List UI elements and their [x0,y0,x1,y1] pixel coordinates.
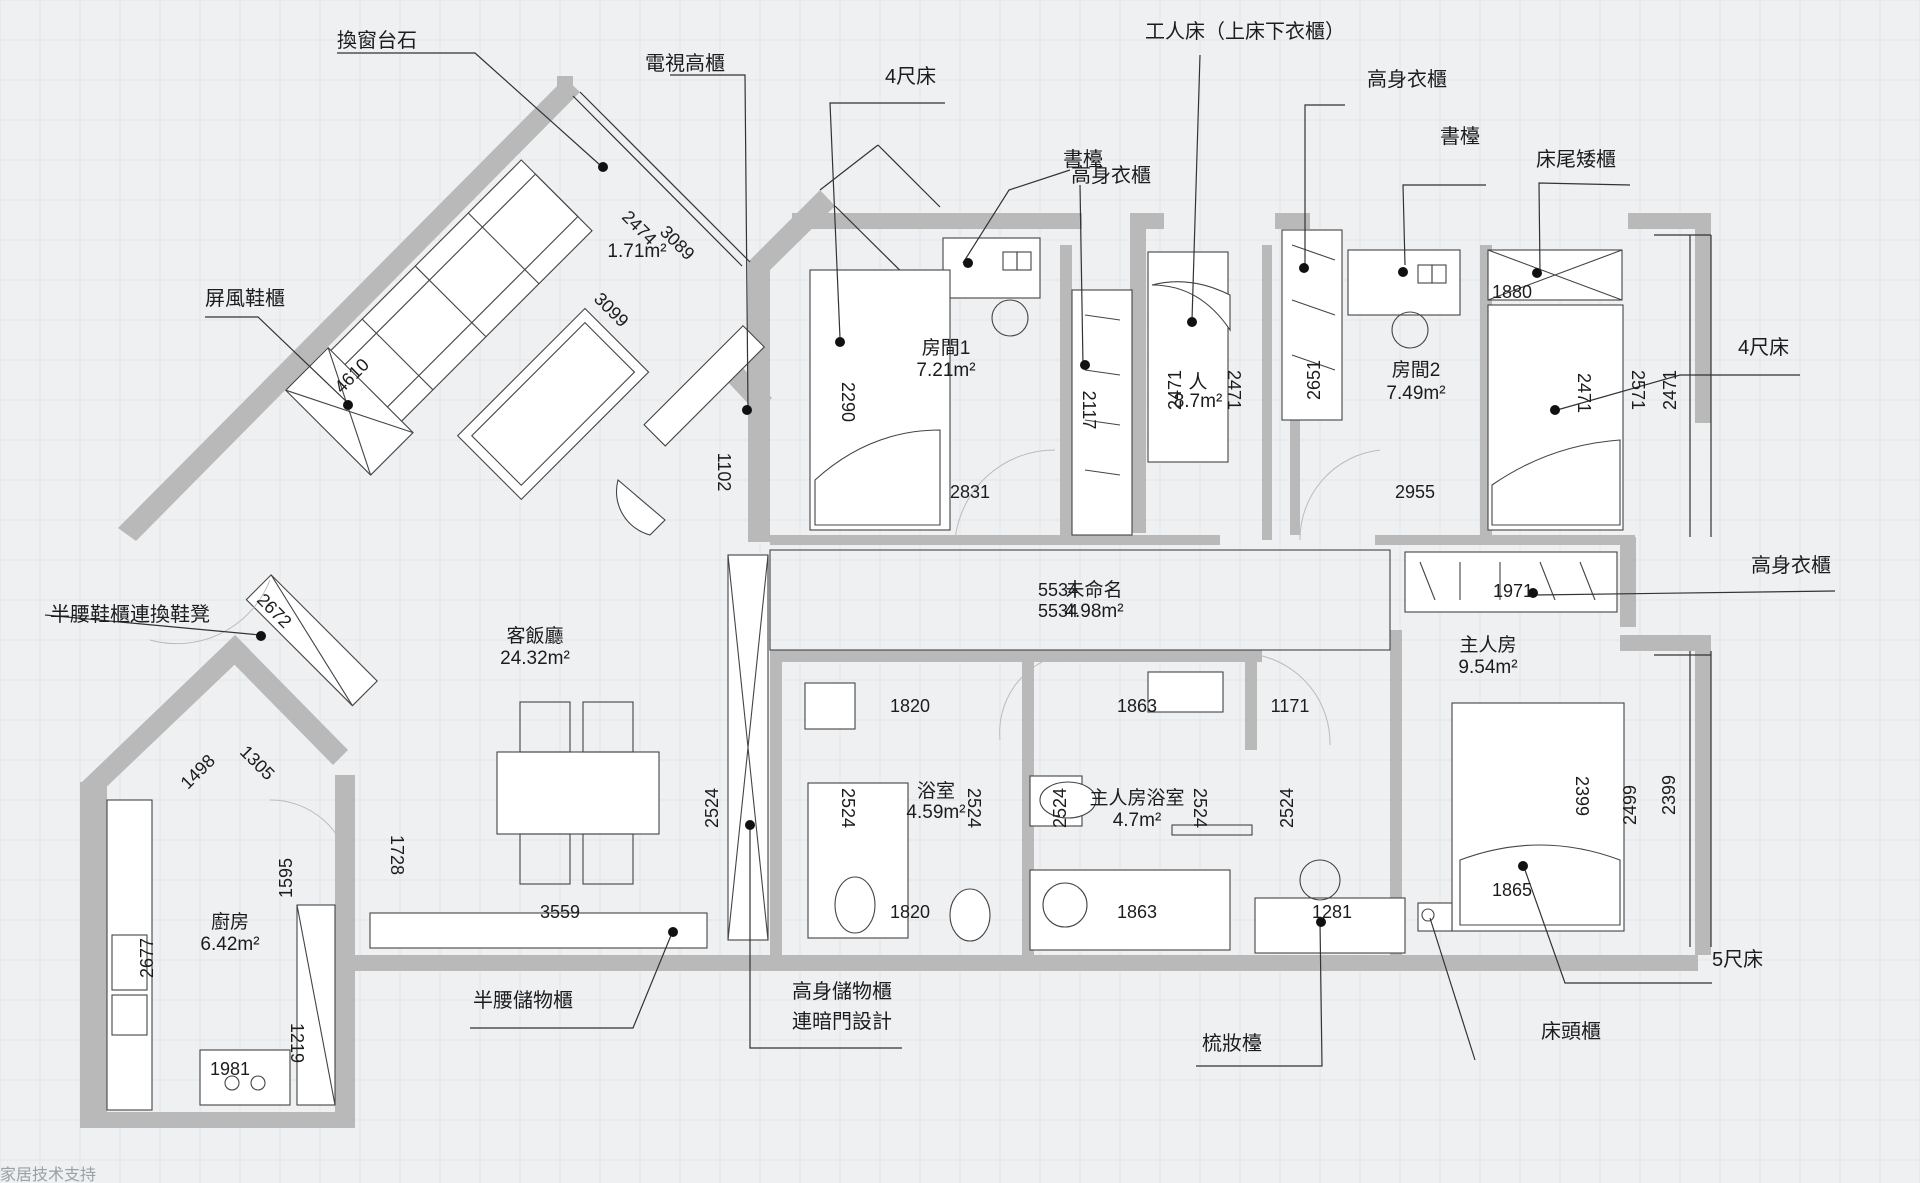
dim-2399a: 2399 [1572,776,1592,816]
kitchen-area: 6.42m² [200,934,259,955]
label-wardrobe-top: 高身衣櫃 [1367,68,1447,91]
helper-room-name: 人 [1188,371,1207,393]
label-tall-storage-2: 連暗門設計 [792,1010,892,1033]
dim-1728: 1728 [387,835,407,875]
helper-room-area: 8.7m² [1174,391,1223,412]
dim-1971: 1971 [1493,581,1533,601]
leader-dots [256,162,1560,937]
label-window-sill: 換窗台石 [337,29,417,52]
dim-2471c: 2471 [1574,373,1594,413]
label-desk-room1: 書檯 [1063,148,1103,171]
dim-1498: 1498 [177,751,219,793]
corridor-area: 4.98m² [1064,601,1123,622]
label-dresser: 梳妝檯 [1202,1032,1262,1055]
dim-2831: 2831 [950,482,990,502]
label-bed-4ft-room2: 4尺床 [1738,336,1789,359]
dim-2524f: 2524 [1277,788,1297,828]
furniture [106,159,1625,1111]
corridor-name: 未命名 [1065,579,1122,601]
label-headboard-cabinet: 床頭櫃 [1541,1020,1601,1043]
label-screen-shoe-cabinet: 屏風鞋櫃 [205,287,285,310]
dim-2471b: 2471 [1224,370,1244,410]
dim-1863b: 1863 [1117,902,1157,922]
dim-2524e: 2524 [1190,788,1210,828]
room1-name: 房間1 [922,337,971,359]
master-name: 主人房 [1459,634,1516,656]
bath-name: 浴室 [917,780,955,802]
leader-lines [44,52,1836,1067]
dim-1219: 1219 [287,1023,307,1063]
dim-5534a: 5534 [1038,580,1078,600]
dim-1880: 1880 [1492,282,1532,302]
dim-2651: 2651 [1304,360,1324,400]
dim-2524a: 2524 [702,788,722,828]
room1-area: 7.21m² [916,360,975,381]
room2-name: 房間2 [1392,359,1441,381]
dim-1281: 1281 [1312,902,1352,922]
label-tv-cabinet: 電視高櫃 [645,52,725,75]
room-living-name: 客飯廳 [506,625,563,647]
dim-2677: 2677 [137,938,157,978]
dim-2524c: 2524 [964,788,984,828]
label-desk-room2: 書檯 [1440,125,1480,148]
dim-2955: 2955 [1395,482,1435,502]
small-area: 1.71m² [607,241,666,262]
label-wardrobe-master: 高身衣櫃 [1751,554,1831,577]
dim-1171: 1171 [1271,696,1310,716]
window-lines [572,91,1712,947]
dim-3559: 3559 [540,902,580,922]
dim-1865: 1865 [1492,880,1532,900]
dim-1820a: 1820 [890,696,930,716]
label-wardrobe-room1: 高身衣櫃 [1071,164,1151,187]
dim-2471d: 2471 [1660,370,1680,410]
furniture-labels: 換窗台石 電視高櫃 4尺床 工人床（上床下衣櫃） 高身衣櫃 書檯 高身衣櫃 書檯… [50,20,1831,1055]
dim-1102: 1102 [714,453,734,492]
dim-1595: 1595 [276,858,296,898]
dim-1863a: 1863 [1117,696,1157,716]
room2-area: 7.49m² [1386,383,1445,404]
dim-5534b: 5534 [1038,601,1078,621]
dim-2290: 2290 [838,382,858,422]
label-half-shoe-cabinet: 半腰鞋櫃連換鞋凳 [50,603,210,626]
label-helper-bed: 工人床（上床下衣櫃） [1145,20,1345,43]
mbath-name: 主人房浴室 [1089,787,1184,809]
label-bed-5ft: 5尺床 [1712,948,1763,971]
kitchen-name: 廚房 [211,910,249,933]
watermark: 家居技术支持 [0,1166,96,1183]
dim-2399b: 2399 [1659,775,1679,815]
dim-2524d: 2524 [1050,788,1070,828]
dim-2499: 2499 [1620,785,1640,825]
dim-1981: 1981 [210,1059,250,1079]
dim-2524b: 2524 [838,788,858,828]
room-labels: 客飯廳 24.32m² 房間1 7.21m² 房間2 7.49m² 人 8.7m… [200,241,1517,955]
door-swings [149,449,1381,871]
label-bed-4ft-room1: 4尺床 [885,65,936,88]
dim-2117: 2117 [1079,391,1099,430]
label-half-storage: 半腰儲物櫃 [473,989,573,1012]
master-area: 9.54m² [1458,657,1517,678]
dim-2571: 2571 [1628,370,1648,410]
dim-2471a: 2471 [1165,370,1185,410]
bath-area: 4.59m² [906,802,965,823]
dim-1820b: 1820 [890,902,930,922]
label-tall-storage-1: 高身儲物櫃 [792,980,892,1003]
dim-1305: 1305 [236,742,278,784]
label-bed-end-cabinet: 床尾矮櫃 [1536,148,1616,171]
room-living-area: 24.32m² [500,648,570,669]
mbath-area: 4.7m² [1113,810,1162,831]
